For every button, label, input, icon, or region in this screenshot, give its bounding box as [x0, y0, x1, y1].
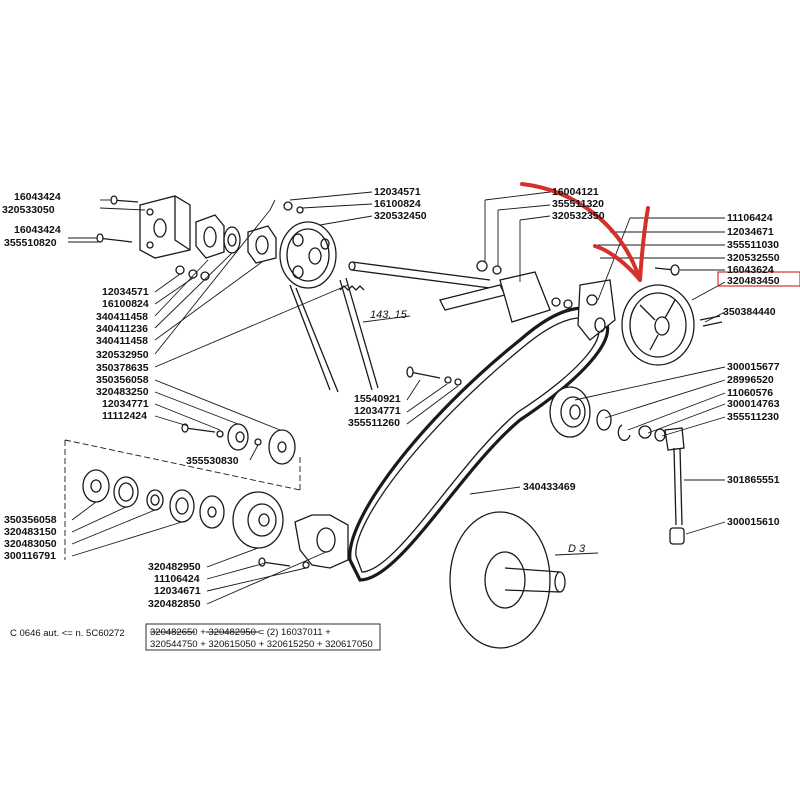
label-part: 320483050	[4, 538, 57, 550]
bushing-lower-left	[227, 423, 262, 451]
labels-right-mid: 300015677 28996520 11060576 300014763 35…	[727, 361, 780, 528]
red-arrow	[520, 182, 650, 282]
footer-note-line2: 320544750 + 320615050 + 320615250 + 3206…	[150, 639, 373, 650]
belt-part-label: 340433469	[523, 481, 576, 493]
labels-misc: 340433469 143. 15 D 3	[370, 309, 586, 555]
label-part: 16004121	[552, 186, 599, 198]
label-part: 12034571	[374, 186, 421, 198]
footer-note-line1: 320482650 + 320482950 = (2) 16037011 +	[150, 627, 331, 638]
labels-center: 15540921 12034771 355511260	[348, 393, 401, 429]
label-part: 350356058	[96, 374, 149, 386]
highlighted-part-label: 320483450	[727, 275, 780, 287]
bolt-center	[406, 366, 462, 386]
labels-left-top: 16043424 320533050 16043424 355510820	[2, 191, 61, 249]
leader-lines	[68, 191, 726, 605]
label-part: 320532450	[374, 210, 427, 222]
label-part: 12034571	[102, 286, 149, 298]
label-part: 301865551	[727, 474, 780, 486]
label-part: 320532550	[727, 252, 780, 264]
belts-left	[289, 277, 379, 393]
label-part: 28996520	[727, 374, 774, 386]
label-part: 320532950	[96, 349, 149, 361]
labels-bottom-center: 320482950 11106424 12034671 320482850	[148, 561, 201, 610]
highlight-box	[717, 271, 800, 287]
label-part: 12034671	[154, 585, 201, 597]
bolt-lower-left	[181, 423, 224, 438]
label-part: 16043424	[14, 191, 61, 203]
label-part: 300116791	[4, 550, 56, 562]
pulley-lower-left	[232, 491, 284, 549]
label-part: 355530830	[186, 455, 239, 467]
label-part: 320483150	[4, 526, 57, 538]
pulley-top-center	[279, 221, 337, 289]
label-part: 12034771	[102, 398, 149, 410]
small-washers-top	[283, 201, 304, 214]
washer-stack	[82, 469, 225, 529]
long-shaft	[348, 261, 491, 289]
labels-top-right-partial: 16004121 355511320 320532350	[552, 186, 605, 222]
spring-left	[339, 285, 365, 291]
label-part: 355511260	[348, 417, 400, 429]
label-part: 355511230	[727, 411, 779, 423]
drive-pulley-d3	[449, 511, 566, 649]
exploded-box	[64, 439, 301, 560]
label-part: 16043624	[727, 264, 774, 276]
label-part: 11112424	[102, 410, 147, 422]
label-part: 16043424	[14, 224, 61, 236]
labels-left-mid: 12034571 16100824 340411458 340411236 34…	[96, 286, 239, 467]
label-part: 16100824	[374, 198, 421, 210]
label-part: 350384440	[723, 306, 776, 318]
mounting-bracket	[139, 195, 191, 259]
labels-left-bottom: 350356058 320483150 320483050 300116791	[4, 514, 57, 562]
label-part: 11106424	[154, 573, 200, 585]
tie-rod	[664, 427, 685, 545]
label-part: 350356058	[4, 514, 57, 526]
label-part: 355510820	[4, 237, 57, 249]
label-part: 300014763	[727, 398, 780, 410]
ref-label-143-15: 143. 15	[370, 309, 408, 321]
label-part: 320533050	[2, 204, 55, 216]
bolt-top-left	[100, 195, 139, 205]
label-part: 340411236	[96, 323, 148, 335]
label-part: 320532350	[552, 210, 605, 222]
label-part: 11060576	[727, 387, 773, 399]
label-part: 300015610	[727, 516, 780, 528]
label-part: 300015677	[727, 361, 780, 373]
ref-label-d3: D 3	[568, 543, 586, 555]
label-part: 15540921	[354, 393, 401, 405]
label-part: 320482950	[148, 561, 201, 573]
footer-code: C 0646 aut. <= n. 5C60272	[10, 628, 125, 639]
tension-arm-right	[577, 279, 616, 341]
pulley-right-large	[621, 284, 695, 366]
large-washer-left	[268, 429, 296, 465]
label-part: 340411458	[96, 311, 148, 323]
right-small-parts-top	[551, 264, 680, 309]
label-part: 320483250	[96, 386, 149, 398]
label-part: 320482850	[148, 598, 201, 610]
label-part: 340411458	[96, 335, 148, 347]
bearing-left	[223, 226, 241, 254]
label-part: 12034671	[727, 226, 774, 238]
pulley-right-small	[549, 386, 591, 438]
label-part: 350378635	[96, 362, 149, 374]
right-spacers	[596, 409, 666, 442]
tensioner-arm	[439, 260, 551, 323]
flange-bearing	[247, 225, 277, 264]
label-part: 355511320	[552, 198, 604, 210]
hub-lower	[258, 514, 349, 569]
label-part: 12034771	[354, 405, 401, 417]
key-pin	[699, 315, 723, 327]
labels-right-top: 11106424 12034671 355511030 320532550 16…	[723, 212, 780, 318]
label-part: 355511030	[727, 239, 779, 251]
flange-plate	[195, 214, 225, 259]
footer-notes: C 0646 aut. <= n. 5C60272 320482650 + 32…	[10, 623, 381, 651]
label-part: 11106424	[727, 212, 773, 224]
bolt-second-left	[68, 233, 133, 243]
labels-top-center: 12034571 16100824 320532450	[374, 186, 427, 222]
label-part: 16100824	[102, 298, 149, 310]
